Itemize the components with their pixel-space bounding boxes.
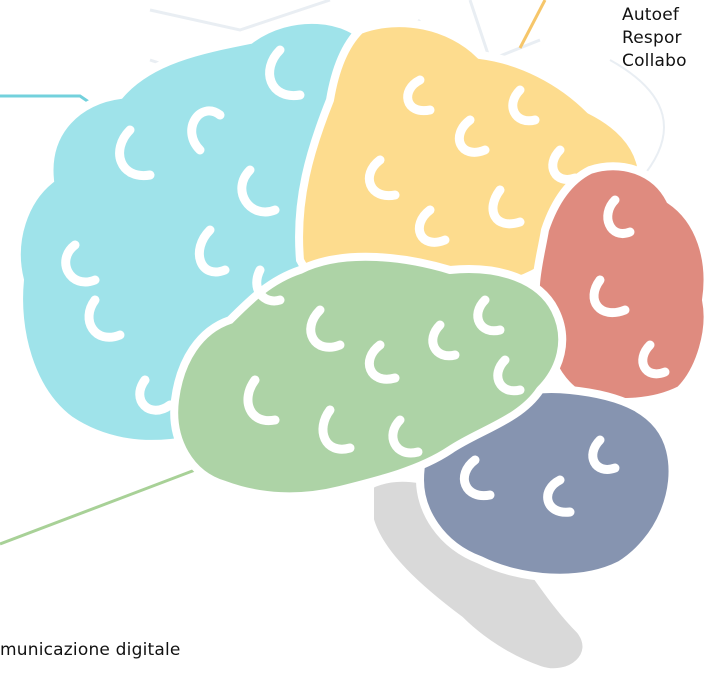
occipital-lobe (415, 385, 677, 582)
label-comunicazione-digitale: municazione digitale (0, 640, 181, 660)
label-responsabilita: Respor (622, 28, 682, 48)
label-collaborazione: Collabo (622, 51, 687, 71)
connector-arc-right (609, 59, 665, 181)
connector-line-green (0, 468, 196, 546)
posterior-lobe (531, 162, 708, 406)
brain-gyri (61, 45, 670, 517)
connector-line-yellow (518, 0, 547, 49)
temporal-lobe (170, 252, 567, 501)
label-autoefficacia: Autoef (622, 5, 680, 25)
top-right-label-group: Autoef Respor Collabo (622, 4, 687, 73)
